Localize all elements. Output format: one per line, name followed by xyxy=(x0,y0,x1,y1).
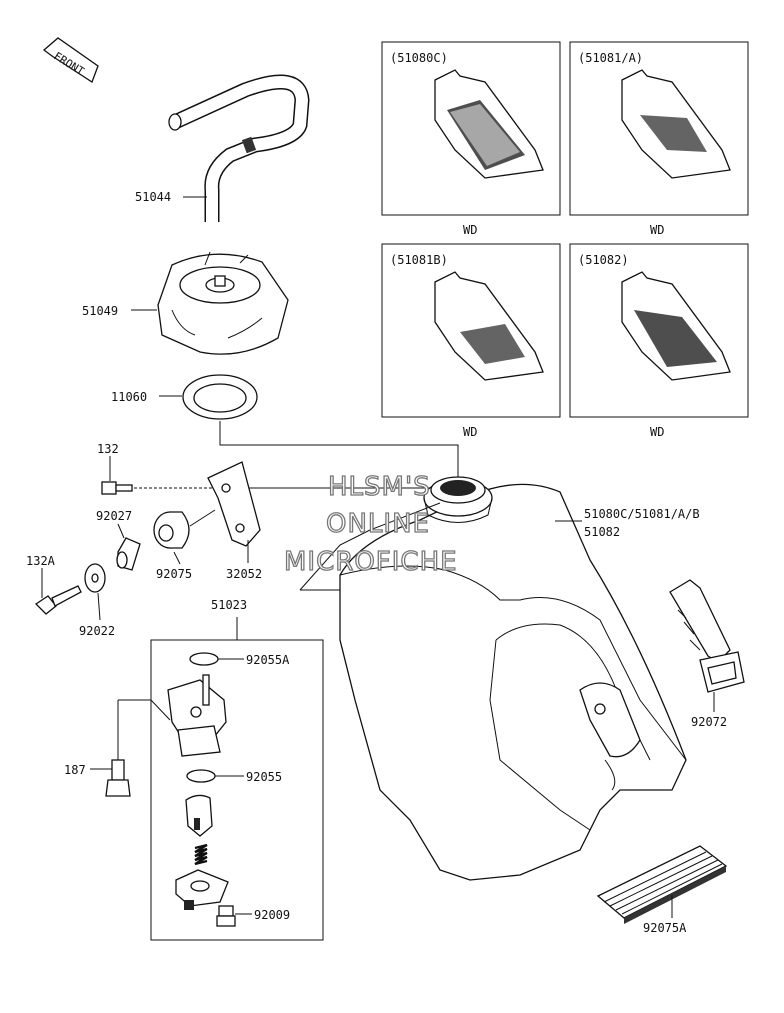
watermark: HLSM'S ONLINE MICROFICHE xyxy=(283,471,458,577)
variant-code: (51081B) xyxy=(390,253,448,267)
variant-box-51080c: (51080C) WD xyxy=(381,41,561,237)
variant-box-51081a: (51081/A) WD xyxy=(569,41,749,237)
gasket-part xyxy=(182,374,258,420)
variant-box-51081b: (51081B) WD xyxy=(381,243,561,439)
label-92009: 92009 xyxy=(254,908,290,922)
damper-part xyxy=(153,509,216,549)
label-92075a: 92075A xyxy=(643,921,687,935)
label-92022: 92022 xyxy=(79,624,115,638)
plate-part xyxy=(175,869,229,910)
bracket-part xyxy=(207,461,261,547)
bolt-132a-part xyxy=(34,585,82,615)
label-tank-line2: 51082 xyxy=(584,525,620,539)
watermark-line2: ONLINE xyxy=(326,509,430,539)
label-11060: 11060 xyxy=(111,390,147,404)
label-92027: 92027 xyxy=(96,509,132,523)
variant-note: WD xyxy=(650,223,664,237)
label-92055a: 92055A xyxy=(246,653,290,667)
spring-part xyxy=(194,843,208,866)
front-arrow-icon: FRONT xyxy=(42,37,99,83)
washer-part xyxy=(84,563,106,593)
watermark-line1: HLSM'S xyxy=(328,472,431,502)
label-92055: 92055 xyxy=(246,770,282,784)
bolt-187-part xyxy=(105,759,131,797)
label-92075: 92075 xyxy=(156,567,192,581)
screw-part xyxy=(216,905,236,927)
variant-code: (51080C) xyxy=(390,51,448,65)
variant-code: (51082) xyxy=(578,253,629,267)
label-132: 132 xyxy=(97,442,119,456)
lever-part xyxy=(185,794,213,837)
variant-box-51082: (51082) WD xyxy=(569,243,749,439)
label-51044: 51044 xyxy=(135,190,171,204)
fuel-cap-part xyxy=(157,251,289,355)
label-51023: 51023 xyxy=(211,598,247,612)
watermark-line3: MICROFICHE xyxy=(284,547,458,577)
label-92072: 92072 xyxy=(691,715,727,729)
variant-note: WD xyxy=(463,425,477,439)
label-187: 187 xyxy=(64,763,86,777)
fuel-cock-box: 51023 92055A 92055 xyxy=(117,598,324,941)
label-32052: 32052 xyxy=(226,567,262,581)
label-51049: 51049 xyxy=(82,304,118,318)
label-tank-line1: 51080C/51081/A/B xyxy=(584,507,700,521)
bolt-132-part xyxy=(101,481,133,495)
pad-part xyxy=(596,845,728,924)
label-132a: 132A xyxy=(26,554,56,568)
variant-note: WD xyxy=(463,223,477,237)
cock-body-part xyxy=(167,674,227,757)
hose-part xyxy=(168,74,310,222)
strap-part xyxy=(669,579,745,693)
fuel-tank-part xyxy=(339,476,687,881)
collar-part xyxy=(116,537,141,571)
variant-code: (51081/A) xyxy=(578,51,643,65)
variant-note: WD xyxy=(650,425,664,439)
